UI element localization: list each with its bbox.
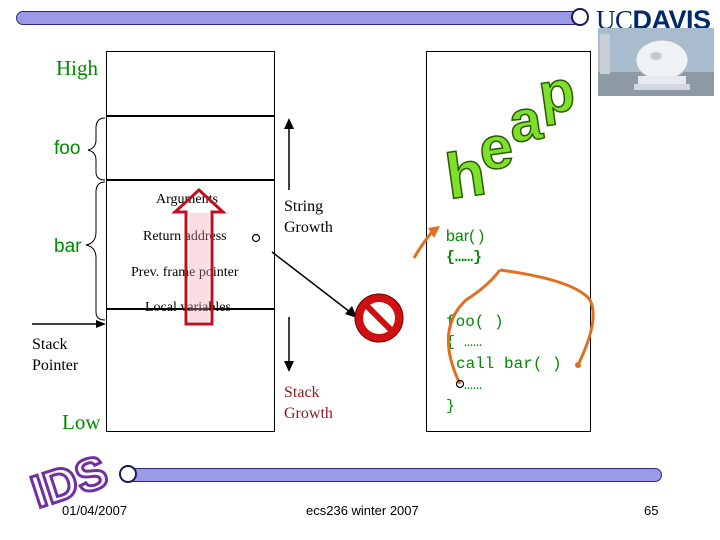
heap-letter-e: e (475, 112, 517, 183)
campus-photo (598, 28, 714, 96)
foo-brace (87, 117, 106, 181)
foo-code-open: { …… (446, 334, 483, 351)
return-address-marker (251, 233, 261, 243)
stack-growth-label-2: Growth (284, 405, 333, 422)
redirect-arrowhead (345, 306, 357, 318)
top-title-bar (16, 8, 589, 26)
string-growth-label-2: Growth (284, 219, 333, 236)
heap-memory-box (426, 51, 591, 432)
heap-letter-p: p (535, 58, 579, 127)
low-label: Low (62, 410, 101, 434)
footer-page-number: 65 (644, 503, 659, 518)
bar-label: bar (54, 236, 82, 257)
bar-knob (571, 8, 589, 26)
overflow-arrow (171, 187, 227, 326)
return-marker (455, 379, 465, 389)
foo-code-header: foo( ) (446, 313, 504, 331)
frame-divider (107, 308, 274, 310)
stack-growth-label: Stack (284, 384, 320, 401)
bar-brace (85, 181, 106, 321)
bar-code-body: {……} (446, 249, 483, 266)
stack-pointer-label: Stack (32, 336, 68, 353)
redirect-line (271, 251, 351, 313)
frame-divider (107, 179, 274, 181)
string-growth-arrowhead (284, 118, 294, 129)
orange-arrowhead-upper (428, 226, 440, 238)
foo-code-close: } (446, 398, 456, 415)
overflow-arrow-fill (189, 213, 209, 323)
stack-pointer-label-2: Pointer (32, 357, 79, 374)
stack-pointer-arrowhead (96, 320, 106, 328)
stop-icon-slash (364, 303, 394, 333)
orange-return-arc (446, 269, 502, 385)
frame-divider (107, 115, 274, 117)
foo-code-ellipsis: …… (464, 377, 483, 394)
string-growth-label: String (284, 198, 324, 215)
bottom-footer-bar (119, 465, 662, 483)
heap-wordart: h e a p (440, 57, 579, 214)
orange-call-arc (499, 268, 595, 366)
footer-date: 01/04/2007 (62, 503, 128, 518)
foo-code-call: call bar( ) (456, 355, 562, 373)
local-variables-label: Local variables (145, 300, 231, 315)
high-label: High (56, 56, 98, 80)
bar-knob (119, 465, 137, 483)
stack-growth-arrowhead (284, 361, 294, 372)
orange-arrow-upper (412, 231, 434, 259)
bar-code-header: bar( ) (446, 228, 485, 245)
stack-memory-box (106, 51, 275, 432)
foo-label: foo (54, 138, 81, 159)
footer-course: ecs236 winter 2007 (306, 503, 419, 518)
